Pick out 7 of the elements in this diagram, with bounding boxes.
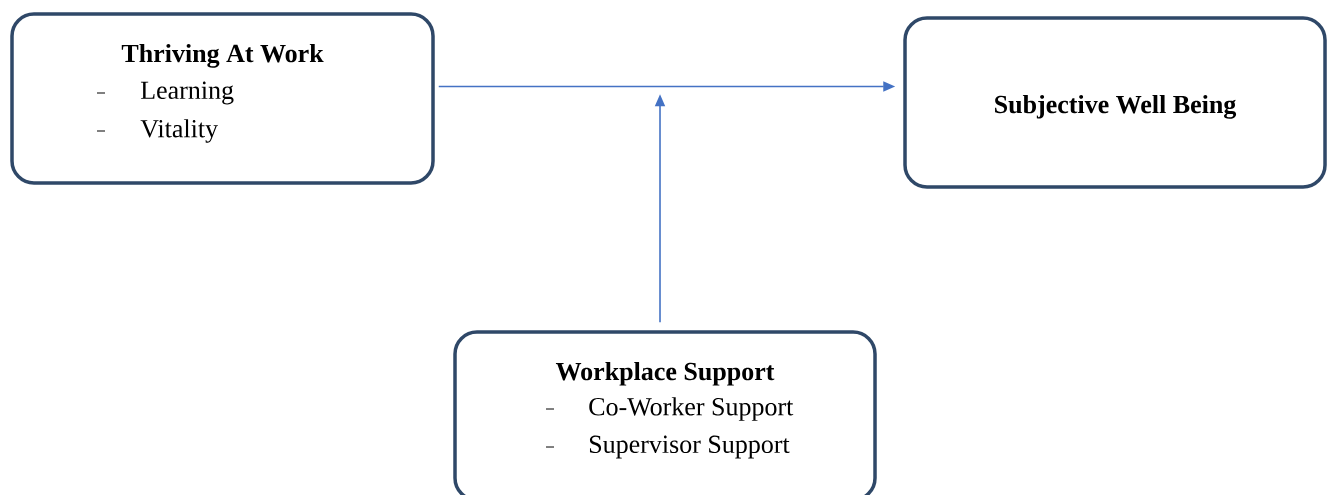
list-item: Vitality xyxy=(140,119,218,143)
heading: Workplace Support xyxy=(555,361,775,386)
list-item: Co-Worker Support xyxy=(589,397,794,421)
list-item: Learning xyxy=(140,81,234,105)
heading: Subjective Well Being xyxy=(995,94,1237,119)
list-item: Supervisor Support xyxy=(589,435,790,459)
heading: Thriving At Work xyxy=(121,43,324,68)
